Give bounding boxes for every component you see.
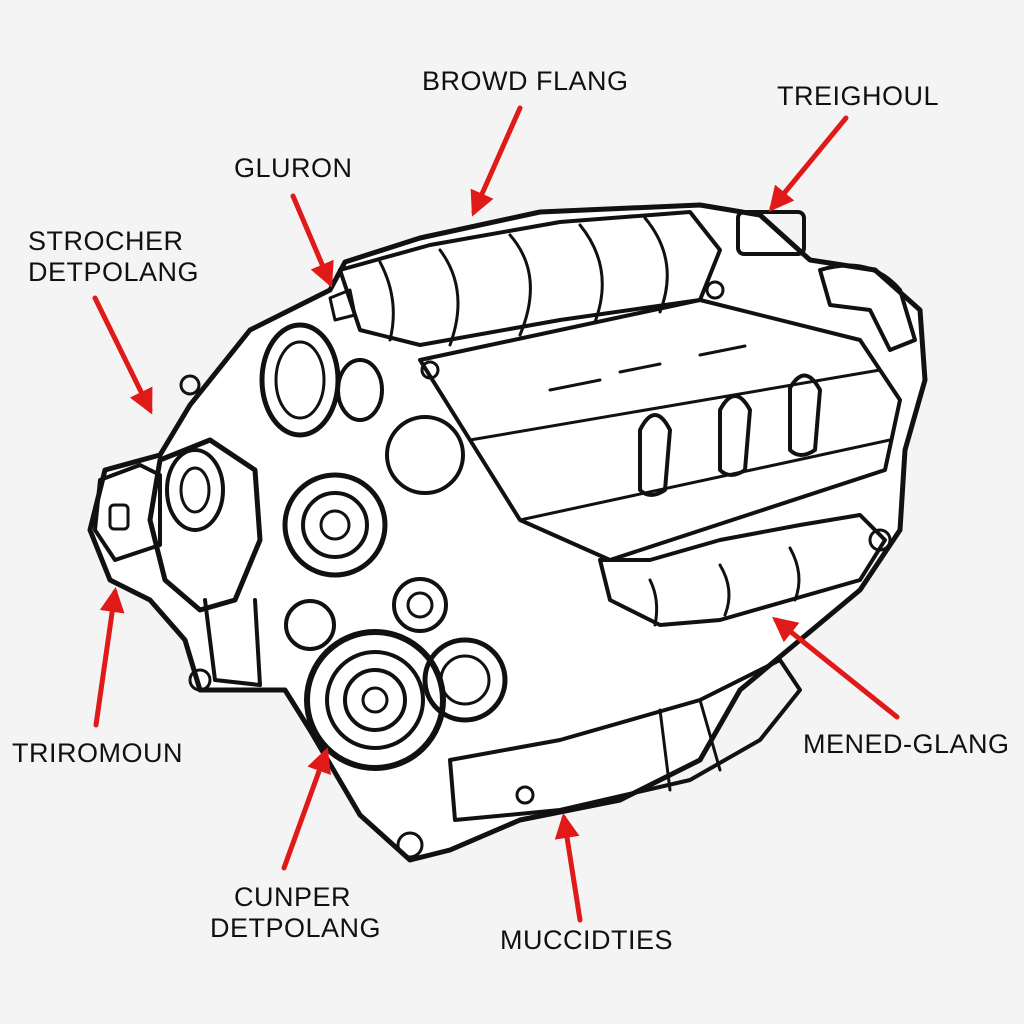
sensor-module [736, 210, 806, 256]
label-browd-flang: BROWD FLANG [422, 66, 629, 96]
arrow-gluron [290, 193, 334, 288]
crank-pulley [304, 629, 446, 771]
arrow-treighoul [768, 115, 849, 212]
label-gluron: GLURON [234, 153, 353, 183]
label-mened-glang: MENED-GLANG [803, 729, 1010, 759]
arrow-mened-glang [772, 616, 900, 720]
engine-block-outline [87, 202, 928, 863]
engine-illustration [87, 202, 928, 863]
arrow-triromoun [93, 587, 125, 728]
turbo-housing [147, 437, 263, 613]
oil-pan [448, 658, 802, 822]
arrow-browd-flang [470, 105, 523, 217]
label-cunper-line2: DETPOLANG [210, 913, 382, 943]
exhaust-manifold [598, 513, 887, 627]
label-cunper-line1: CUNPER [234, 882, 352, 912]
arrow-cunper [281, 747, 331, 871]
arrow-strocher [92, 295, 153, 415]
tensioner-pulley [392, 577, 448, 633]
alternator-pulley [282, 472, 388, 578]
label-triromoun: TRIROMOUN [12, 738, 183, 768]
label-muccidties: MUCCIDTIES [500, 925, 673, 955]
arrow-muccidties [554, 813, 583, 923]
label-strocher-line2: DETPOLANG [28, 257, 200, 287]
label-cunper-detpolang: CUNPER DETPOLANG [210, 882, 381, 944]
label-strocher-detpolang: STROCHER DETPOLANG [28, 226, 199, 288]
idler-pulley [422, 637, 508, 723]
label-treighoul: TREIGHOUL [777, 81, 940, 111]
cylinder-head [418, 298, 902, 562]
label-strocher-line1: STROCHER [28, 226, 184, 256]
